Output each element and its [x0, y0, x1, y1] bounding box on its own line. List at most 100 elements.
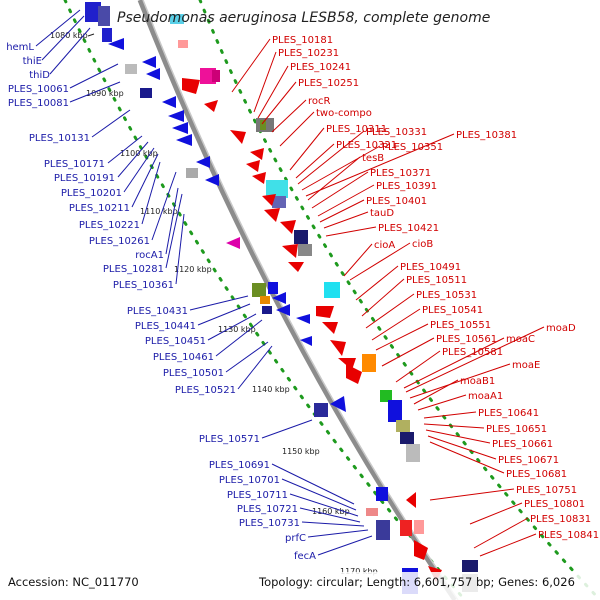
gene-label[interactable]: PLES_10511: [406, 275, 467, 286]
gene-label[interactable]: PLES_10081: [8, 98, 69, 109]
gene-label[interactable]: PLES_10721: [237, 504, 298, 515]
gene-label[interactable]: PLES_10201: [61, 188, 122, 199]
gene-arrow: [276, 304, 290, 316]
gene-label[interactable]: PLES_10451: [145, 336, 206, 347]
gene-arrow: [205, 174, 219, 186]
gene-arrow: [346, 364, 362, 384]
gene-label[interactable]: PLES_10831: [530, 514, 591, 525]
gene-arrow: [316, 306, 334, 318]
gene-label[interactable]: PLES_10371: [370, 168, 431, 179]
gene-block: [98, 6, 110, 26]
gene-label[interactable]: PLES_10171: [44, 159, 105, 170]
gene-label[interactable]: PLES_10501: [163, 368, 224, 379]
gene-arrow: [252, 172, 266, 184]
gene-block: [380, 390, 392, 402]
gene-label[interactable]: PLES_10261: [89, 236, 150, 247]
gene-label[interactable]: PLES_10311: [326, 124, 387, 135]
gene-label[interactable]: rocA1: [135, 250, 164, 261]
gene-label[interactable]: PLES_10561: [436, 334, 497, 345]
gene-label[interactable]: PLES_10651: [486, 424, 547, 435]
gene-label[interactable]: fecA: [294, 551, 316, 562]
gene-block: [260, 296, 270, 304]
gene-label[interactable]: PLES_10461: [153, 352, 214, 363]
gene-arrow: [172, 122, 188, 134]
gene-label[interactable]: PLES_10061: [8, 84, 69, 95]
gene-label[interactable]: PLES_10251: [298, 78, 359, 89]
gene-label[interactable]: PLES_10331: [366, 127, 427, 138]
gene-label[interactable]: rocR: [308, 96, 331, 107]
gene-label[interactable]: PLES_10751: [516, 485, 577, 496]
tick-label: 1140 kbp: [252, 385, 290, 394]
gene-label[interactable]: PLES_10701: [219, 475, 280, 486]
gene-label[interactable]: PLES_10241: [290, 62, 351, 73]
gene-block: [298, 244, 312, 256]
gene-label[interactable]: PLES_10521: [175, 385, 236, 396]
gene-block: [266, 180, 288, 198]
gene-block: [414, 520, 424, 534]
gene-label[interactable]: moaD: [546, 323, 576, 334]
gene-arrow: [168, 110, 184, 122]
gene-arrow: [300, 336, 312, 346]
gene-label[interactable]: tesB: [362, 153, 384, 164]
gene-label[interactable]: two-compo: [316, 108, 372, 119]
gene-label[interactable]: PLES_10221: [79, 220, 140, 231]
tick-label: 1150 kbp: [282, 447, 320, 456]
gene-label[interactable]: PLES_10531: [416, 290, 477, 301]
gene-label[interactable]: PLES_10211: [69, 203, 130, 214]
gene-label[interactable]: PLES_10421: [378, 223, 439, 234]
gene-label[interactable]: moaB1: [460, 376, 495, 387]
gene-label[interactable]: PLES_10491: [400, 262, 461, 273]
gene-label[interactable]: PLES_10401: [366, 196, 427, 207]
gene-label[interactable]: cioB: [412, 239, 433, 250]
gene-label[interactable]: PLES_10571: [199, 434, 260, 445]
gene-label[interactable]: moaC: [506, 334, 535, 345]
tick-label: 1100 kbp: [120, 149, 158, 158]
gene-label[interactable]: prfC: [285, 533, 306, 544]
gene-label[interactable]: PLES_10131: [29, 133, 90, 144]
forward-strand-genes: [170, 14, 478, 592]
gene-label[interactable]: PLES_10181: [272, 35, 333, 46]
gene-arrow: [142, 56, 156, 68]
gene-label[interactable]: tauD: [370, 208, 394, 219]
gene-label[interactable]: PLES_10281: [103, 264, 164, 275]
gene-label[interactable]: PLES_10321: [336, 140, 397, 151]
gene-label[interactable]: PLES_10671: [498, 455, 559, 466]
gene-arrow: [108, 38, 124, 50]
topology-text: Topology: circular; Length: 6,601,757 bp…: [258, 575, 575, 589]
gene-arrow: [280, 220, 296, 234]
gene-label[interactable]: thiE: [23, 56, 42, 67]
gene-label[interactable]: PLES_10381: [456, 130, 517, 141]
gene-block: [268, 282, 278, 294]
gene-label[interactable]: PLES_10581: [442, 347, 503, 358]
gene-label[interactable]: PLES_10661: [492, 439, 553, 450]
gene-label[interactable]: thiD: [29, 70, 50, 81]
gc-track: [63, 0, 600, 600]
gene-arrow: [176, 134, 192, 146]
gene-label[interactable]: PLES_10431: [127, 306, 188, 317]
gene-label[interactable]: PLES_10551: [430, 320, 491, 331]
left-gene-labels: hemL thiE thiD PLES_10061 PLES_10081 PLE…: [6, 42, 316, 562]
gene-block: [396, 420, 410, 432]
gene-label[interactable]: PLES_10391: [376, 181, 437, 192]
gene-label[interactable]: PLES_10681: [506, 469, 567, 480]
gene-label[interactable]: moaE: [512, 360, 540, 371]
gene-arrow: [230, 130, 246, 144]
gene-label[interactable]: cioA: [374, 240, 395, 251]
gene-label[interactable]: PLES_10361: [113, 280, 174, 291]
gene-label[interactable]: hemL: [6, 42, 34, 53]
gene-label[interactable]: PLES_10191: [54, 173, 115, 184]
gene-label[interactable]: PLES_10731: [239, 518, 300, 529]
gene-label[interactable]: PLES_10441: [135, 321, 196, 332]
gene-label[interactable]: moaA1: [468, 391, 503, 402]
gene-label[interactable]: PLES_10231: [278, 48, 339, 59]
gene-label[interactable]: PLES_10801: [524, 499, 585, 510]
gene-label[interactable]: PLES_10841: [538, 530, 599, 541]
gene-label[interactable]: PLES_10711: [227, 490, 288, 501]
gene-arrow: [288, 262, 304, 272]
gene-label[interactable]: PLES_10641: [478, 408, 539, 419]
gene-label[interactable]: PLES_10541: [422, 305, 483, 316]
gene-label[interactable]: PLES_10691: [209, 460, 270, 471]
gene-label[interactable]: PLES_10351: [382, 142, 443, 153]
tick-label: 1110 kbp: [140, 207, 178, 216]
